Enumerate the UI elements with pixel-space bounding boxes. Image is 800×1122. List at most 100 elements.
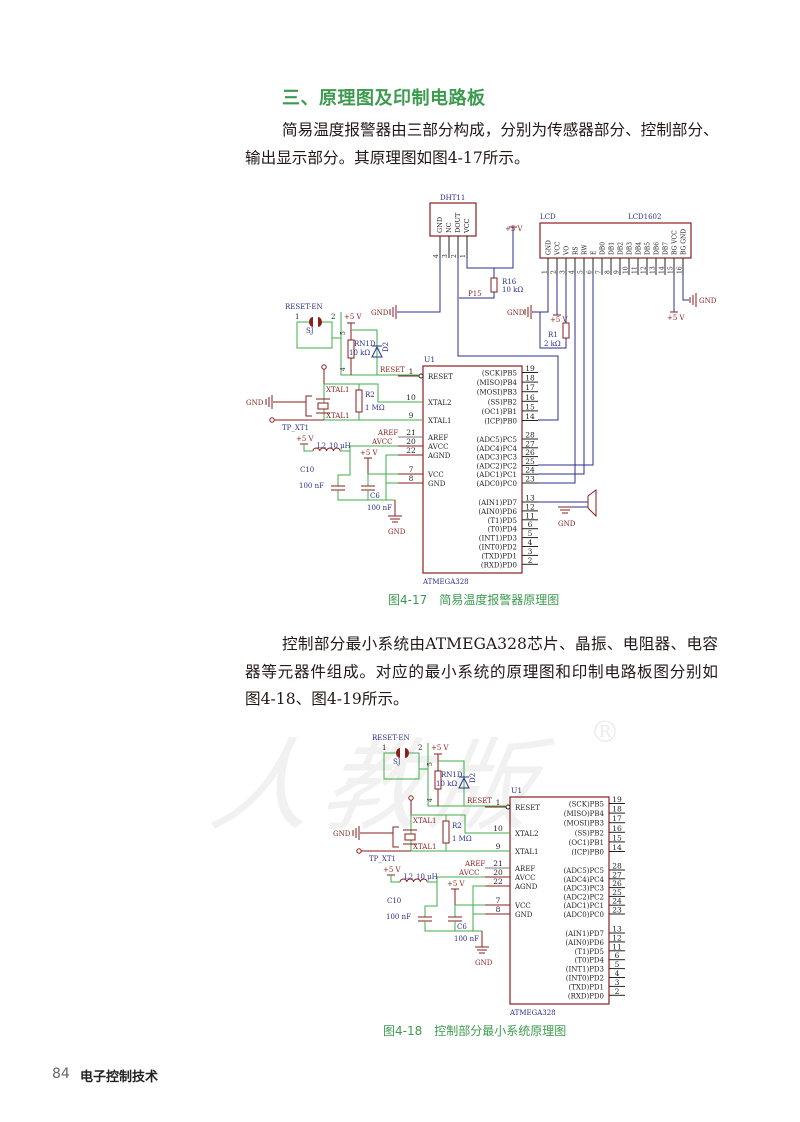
pin-number: 13 [650, 266, 657, 274]
pin-number: 19 [525, 364, 535, 373]
signal-wire [538, 275, 594, 466]
resistor-value: 2 kΩ [544, 340, 561, 348]
pin-number: 4 [340, 367, 347, 371]
pin-number: 9 [496, 842, 501, 851]
pin-number: 25 [612, 888, 622, 897]
pin-name: (ADC3)PC3 [477, 454, 517, 462]
jumper-label: RESET-EN [372, 734, 410, 742]
pin-number: 15 [668, 266, 675, 274]
dht11-sensor-body [429, 202, 477, 237]
pin-number: 23 [525, 475, 535, 484]
lcd-pin-name: DB1 [609, 242, 616, 255]
pin-number: 5 [578, 270, 585, 274]
pin-number: 11 [612, 942, 622, 951]
figure1-caption: 图4-17 简易温度报警器原理图 [388, 593, 560, 607]
pin-name: (RXD)PD0 [481, 561, 517, 569]
mcu-ref: U1 [511, 786, 522, 795]
wire [383, 752, 420, 780]
supply-label: +5 V [383, 866, 402, 874]
wire [472, 885, 485, 931]
lcd-pin-name: E [591, 251, 598, 255]
wire [303, 444, 313, 452]
pin-number: 16 [525, 393, 535, 402]
lcd-pin-name: DB4 [636, 242, 643, 255]
pin-number: 20 [493, 868, 503, 877]
pin-number: 2 [331, 313, 335, 321]
capacitor-value: 100 nF [386, 913, 411, 921]
pin-number: 15 [525, 402, 535, 411]
test-point-label: TP_XT1 [282, 424, 309, 432]
pin-number: 14 [612, 843, 622, 852]
resistor-rn1d [434, 770, 442, 790]
pin-number: 26 [612, 879, 622, 888]
sensor-pin-name: GND [436, 217, 444, 233]
pin-number: 17 [612, 814, 622, 823]
pin-name: (T1)PD5 [575, 948, 604, 956]
pin-name: (ADC2)PC2 [477, 462, 517, 470]
pin-number: 5 [615, 960, 620, 969]
wire [411, 814, 510, 834]
pin-number: 4 [433, 254, 440, 258]
lcd-pin-name: DB6 [654, 242, 661, 255]
sensor-ref: DHT11 [440, 194, 465, 202]
pin-name: (AIN0)PD6 [565, 939, 604, 947]
pin-number: 26 [525, 448, 535, 457]
pin-name: XTAL1 [428, 417, 451, 425]
lcd-body [539, 222, 692, 259]
resistor-ref: RN1D [441, 771, 463, 779]
jumper-ref: SJ [306, 327, 314, 335]
inductor-value: 10 μH [416, 873, 438, 881]
resistor-r2 [355, 389, 363, 413]
pin-name: AGND [514, 883, 538, 891]
supply-label: +5 V [344, 313, 363, 321]
diode-ref: D2 [382, 342, 390, 352]
ground-label: GND [333, 830, 351, 838]
pin-name: (INT0)PD2 [566, 975, 604, 983]
crystal-icon [404, 833, 416, 841]
pin-number: 7 [596, 270, 603, 274]
ground-label: GND [246, 399, 264, 407]
pin-name: (TXD)PD1 [568, 983, 604, 991]
pin-name: (INT1)PD3 [479, 535, 517, 543]
diode-icon [371, 345, 383, 358]
figure2-schematic: U1ATMEGA3281RESET10XTAL29XTAL121AREF20AV… [333, 734, 625, 1017]
resistor-value: 10 kΩ [349, 349, 370, 357]
pin-number: 6 [587, 270, 594, 274]
pin-number: 19 [612, 795, 622, 804]
capacitor-ref: C10 [387, 897, 401, 905]
lcd-pin-name: DB0 [600, 242, 607, 255]
lcd-pin-name: VO [564, 246, 571, 256]
pin-name: GND [428, 480, 446, 488]
pin-number: 12 [612, 933, 622, 942]
pin-number: 24 [525, 466, 535, 475]
ground-label: GND [371, 309, 389, 317]
pin-number: 5 [528, 529, 533, 538]
lcd-pin-name: RS [573, 246, 580, 255]
test-point-label: TP_XT1 [369, 855, 396, 863]
pin-name: (SCK)PB5 [482, 370, 517, 378]
diode-ref: D2 [469, 773, 477, 783]
reset-net-label: RESET [380, 366, 405, 374]
resistor-value: 10 kΩ [436, 780, 457, 788]
capacitor-value: 100 nF [299, 482, 324, 490]
pin-number: 2 [551, 270, 558, 274]
pin-number: 2 [451, 254, 458, 258]
lcd-pin-name: BG VCC [672, 230, 679, 255]
pin-name: (MISO)PB4 [564, 810, 605, 818]
pin-number: 3 [560, 270, 567, 274]
pin-number: 5 [340, 331, 347, 335]
capacitor-value: 100 nF [454, 935, 479, 943]
pin-name: AREF [514, 865, 535, 873]
pin-number: 2 [418, 744, 422, 752]
wire [427, 743, 507, 807]
pin-number: 8 [605, 270, 612, 274]
wire [385, 454, 398, 500]
avcc-net-label: AVCC [371, 438, 392, 446]
paragraph2-line1: 控制部分最小系统由ATMEGA328芯片、晶振、电阻器、电容 [282, 635, 718, 653]
wire [427, 876, 485, 883]
xtal-label: XTAL1 [326, 386, 349, 394]
pin-name: (SCK)PB5 [569, 801, 604, 809]
pin-name: (INT0)PD2 [479, 544, 517, 552]
pin-number: 17 [525, 383, 535, 392]
supply-label: +5 V [296, 435, 315, 443]
